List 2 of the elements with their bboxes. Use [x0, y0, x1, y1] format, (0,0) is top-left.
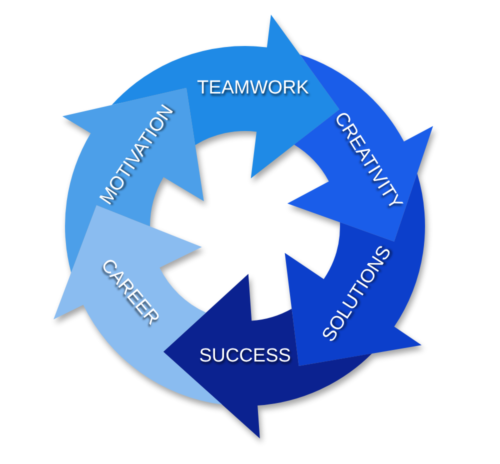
segment-label: SUCCESS: [199, 346, 291, 366]
segment-label: TEAMWORK: [197, 78, 309, 98]
